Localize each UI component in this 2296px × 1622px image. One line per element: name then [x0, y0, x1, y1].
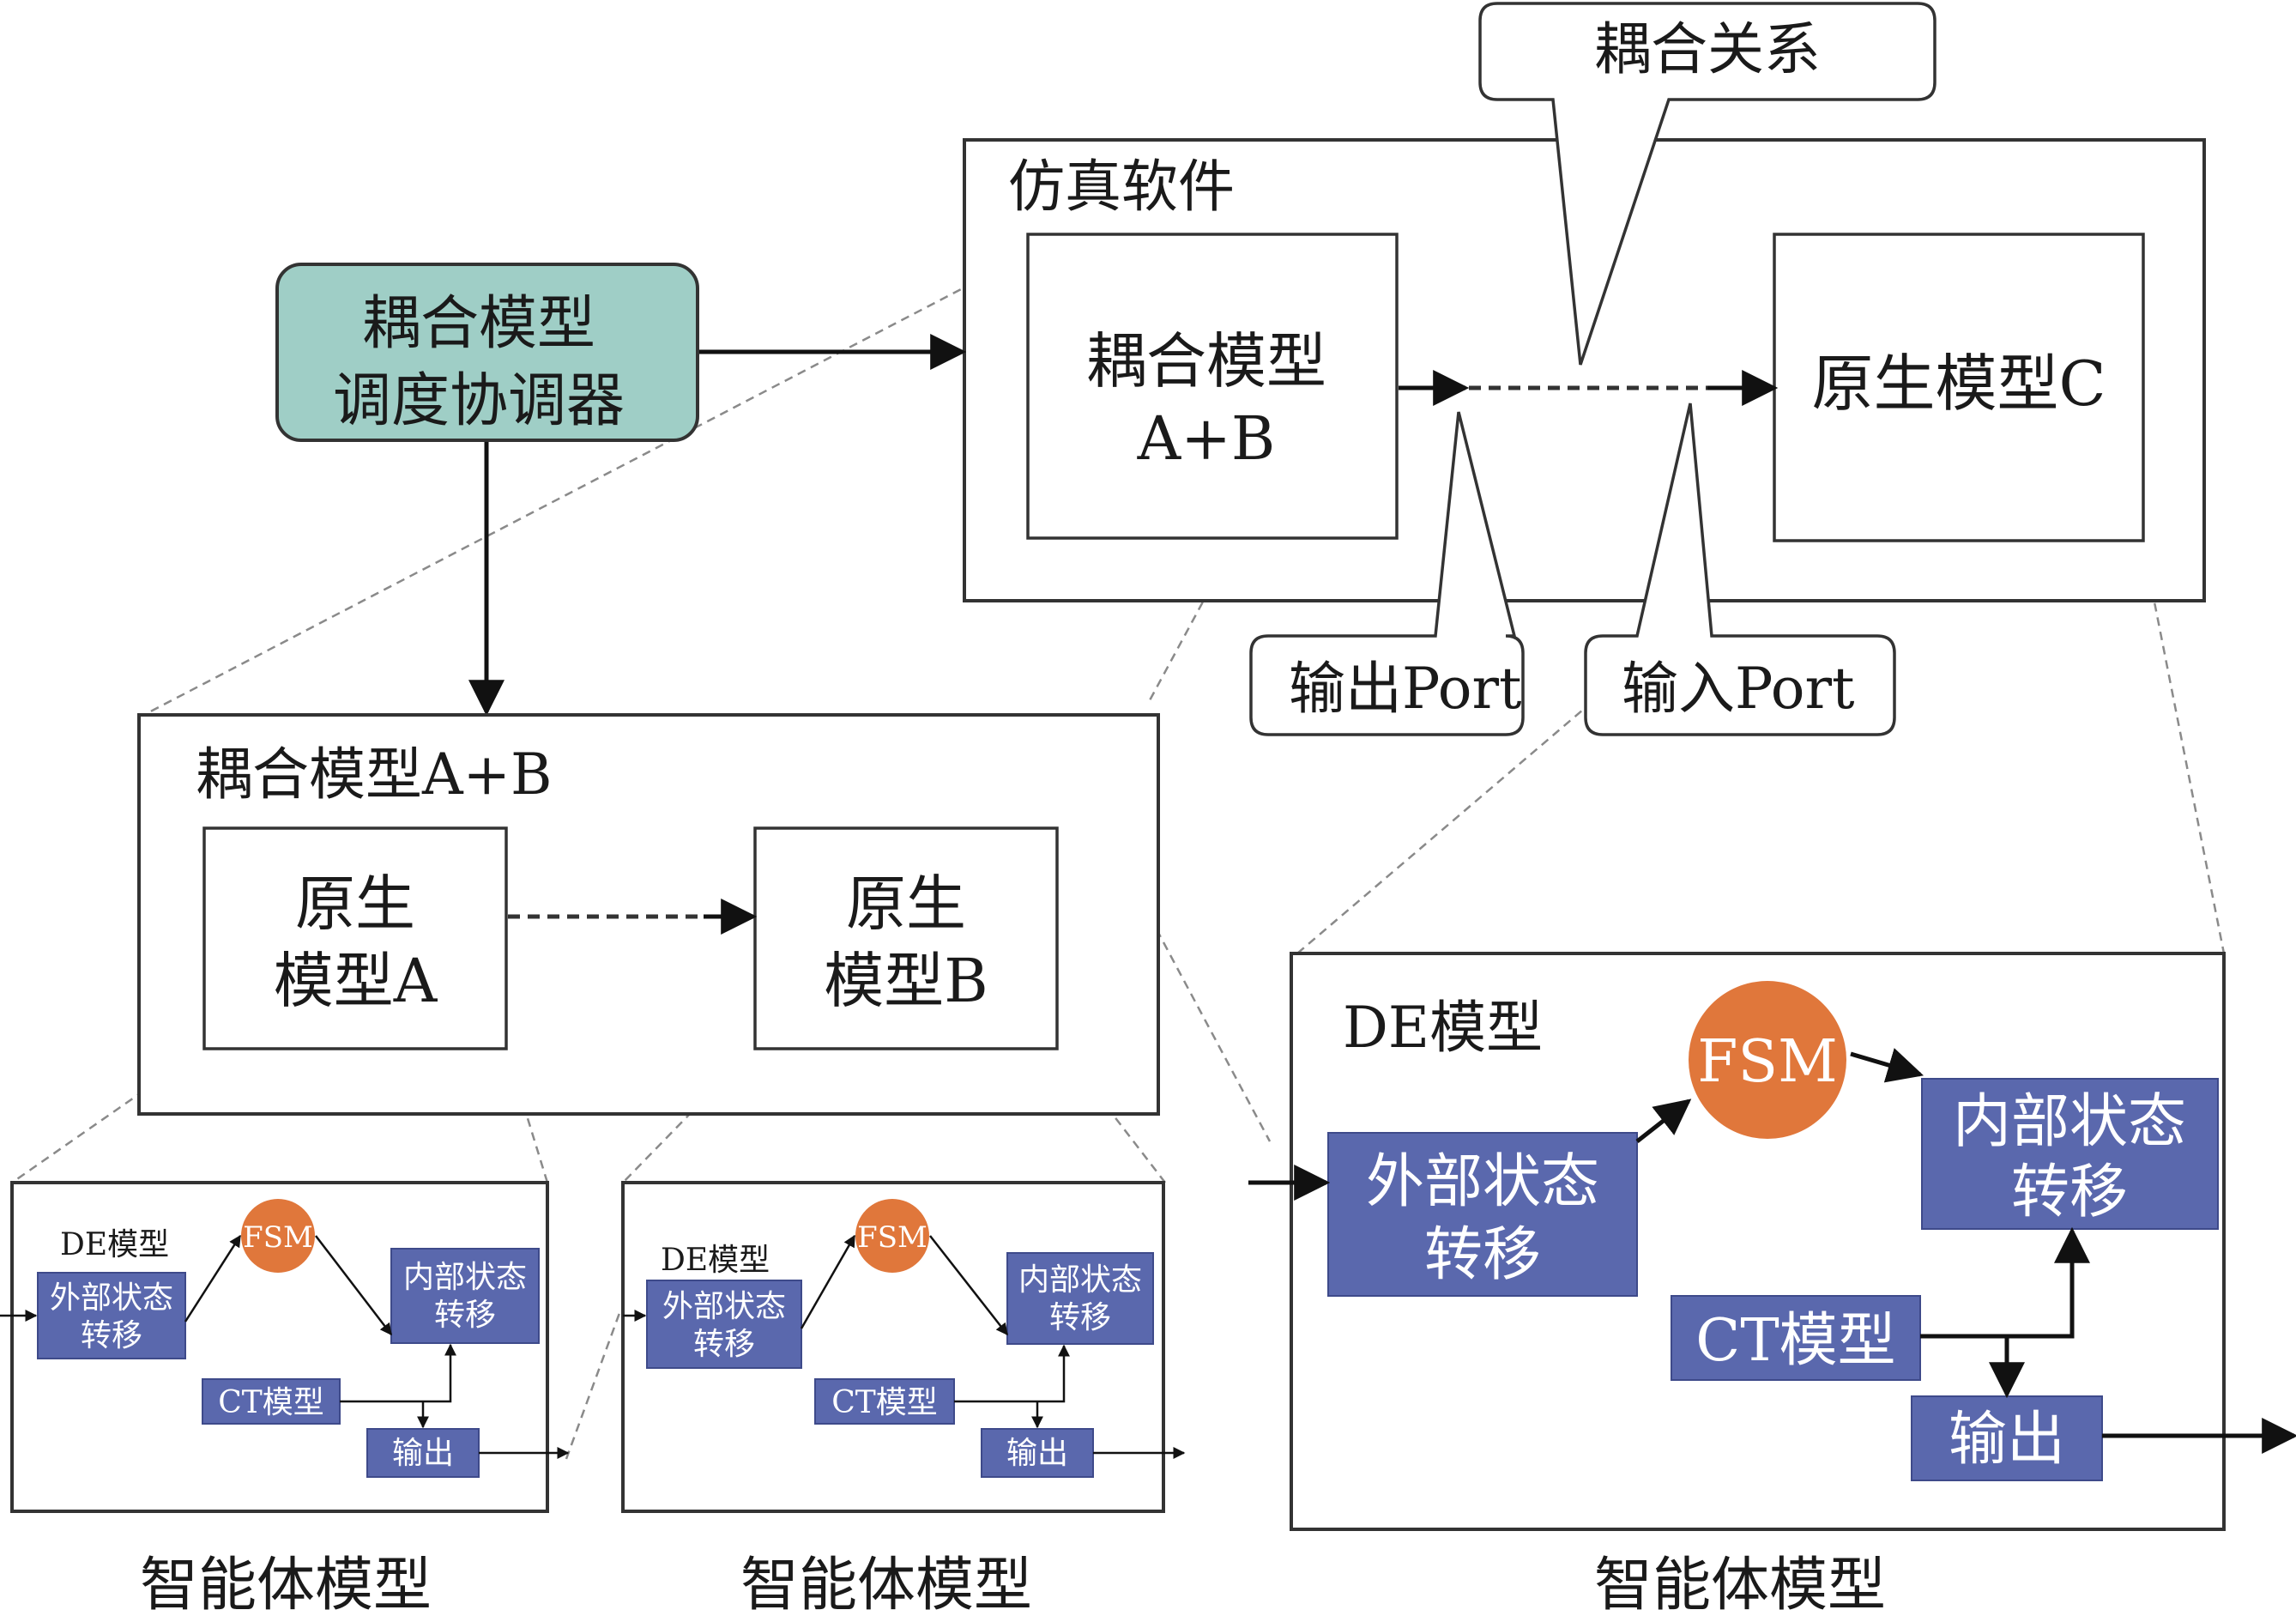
callout-input-port: 输入Port [1584, 402, 1896, 736]
agent3-de-label: DE模型 [1343, 995, 1543, 1061]
agent-model-small-1: DE模型 外部状态 转移 FSM 内部状态 转移 CT模型 输出 [0, 1181, 570, 1513]
native-model-c-label: 原生模型C [1811, 348, 2106, 420]
agent-model-large: DE模型 外部状态 转移 FSM 内部状态 转移 CT模型 输出 [1248, 952, 2296, 1531]
agent2-fsm-circle [855, 1199, 929, 1273]
native-model-b-line2: 模型B [824, 946, 988, 1016]
input-port-label: 输入Port [1622, 656, 1855, 722]
callout-output-port: 输出Port [1249, 411, 1525, 736]
simulation-software-title: 仿真软件 [1008, 154, 1235, 220]
agent3-internal-line1: 内部状态 [1953, 1088, 2186, 1156]
agent2-internal-line1: 内部状态 [1018, 1262, 1142, 1298]
agent1-external-line1: 外部状态 [50, 1280, 173, 1316]
coupled-model-ab-label-line1: 耦合模型 [1086, 326, 1326, 396]
coordinator-label-line2: 调度协调器 [333, 367, 625, 435]
agent3-output-label: 输出 [1949, 1406, 2065, 1474]
native-model-a-line1: 原生 [295, 868, 415, 939]
agent1-internal-line2: 转移 [434, 1298, 496, 1333]
agent1-ct-model-box [202, 1378, 341, 1425]
agent2-external-line2: 转移 [693, 1327, 755, 1362]
agent2-ct-label: CT模型 [831, 1385, 938, 1420]
coupled-model-ab-label-line2: A+B [1137, 403, 1276, 474]
coupled-model-ab-title: 耦合模型A+B [196, 741, 552, 808]
agent1-fsm-circle [241, 1199, 315, 1273]
native-model-a-line2: 模型A [274, 946, 438, 1016]
agent1-output-label: 输出 [392, 1436, 454, 1471]
coordinator-label-line1: 耦合模型 [362, 290, 595, 358]
agent2-external-transition-box [646, 1280, 802, 1369]
agent3-ct-model-box [1671, 1295, 1921, 1381]
agent1-output-box [366, 1428, 480, 1478]
agent3-external-transition-box [1327, 1132, 1638, 1297]
agent-model-small-2: DE模型 外部状态 转移 FSM 内部状态 转移 CT模型 输出 [621, 1181, 1186, 1513]
agent2-output-box [981, 1428, 1094, 1478]
caption-agent-model-3: 智能体模型 [1594, 1552, 1886, 1619]
callout-coupling-relation: 耦合关系 [1478, 2, 1936, 366]
native-model-b-line1: 原生 [846, 868, 966, 939]
agent2-internal-line2: 转移 [1049, 1300, 1111, 1335]
native-model-c-box [1773, 233, 2145, 542]
coupling-relation-label: 耦合关系 [1594, 16, 1821, 82]
agent1-external-line2: 转移 [81, 1318, 142, 1353]
agent1-de-label: DE模型 [60, 1227, 169, 1262]
agent2-fsm-label: FSM [857, 1220, 927, 1255]
coupled-model-ab-frame: 耦合模型A+B 原生 模型A 原生 模型B [137, 713, 1160, 1116]
agent1-fsm-label: FSM [243, 1220, 313, 1255]
agent1-ct-label: CT模型 [218, 1385, 324, 1420]
coordinator-box: 耦合模型 调度协调器 [275, 263, 699, 442]
agent2-internal-transition-box [1006, 1252, 1154, 1345]
coupled-model-ab-box [1026, 233, 1399, 540]
agent2-de-label: DE模型 [661, 1243, 770, 1278]
caption-agent-model-1: 智能体模型 [140, 1552, 432, 1619]
agent1-external-transition-box [37, 1272, 186, 1359]
agent3-external-line2: 转移 [1424, 1221, 1541, 1289]
agent2-external-line1: 外部状态 [662, 1289, 786, 1324]
native-model-b-box [753, 826, 1059, 1050]
agent3-ct-label: CT模型 [1695, 1307, 1895, 1375]
native-model-a-box [202, 826, 508, 1050]
agent3-external-line1: 外部状态 [1366, 1148, 1599, 1216]
agent3-internal-line2: 转移 [2011, 1159, 2128, 1226]
output-port-label: 输出Port [1289, 656, 1522, 722]
agent1-internal-line1: 内部状态 [403, 1260, 527, 1295]
caption-agent-model-2: 智能体模型 [740, 1552, 1032, 1619]
agent2-output-label: 输出 [1006, 1436, 1068, 1471]
agent1-internal-transition-box [390, 1248, 540, 1344]
agent3-fsm-circle [1689, 981, 1846, 1139]
agent3-fsm-label: FSM [1697, 1028, 1837, 1096]
